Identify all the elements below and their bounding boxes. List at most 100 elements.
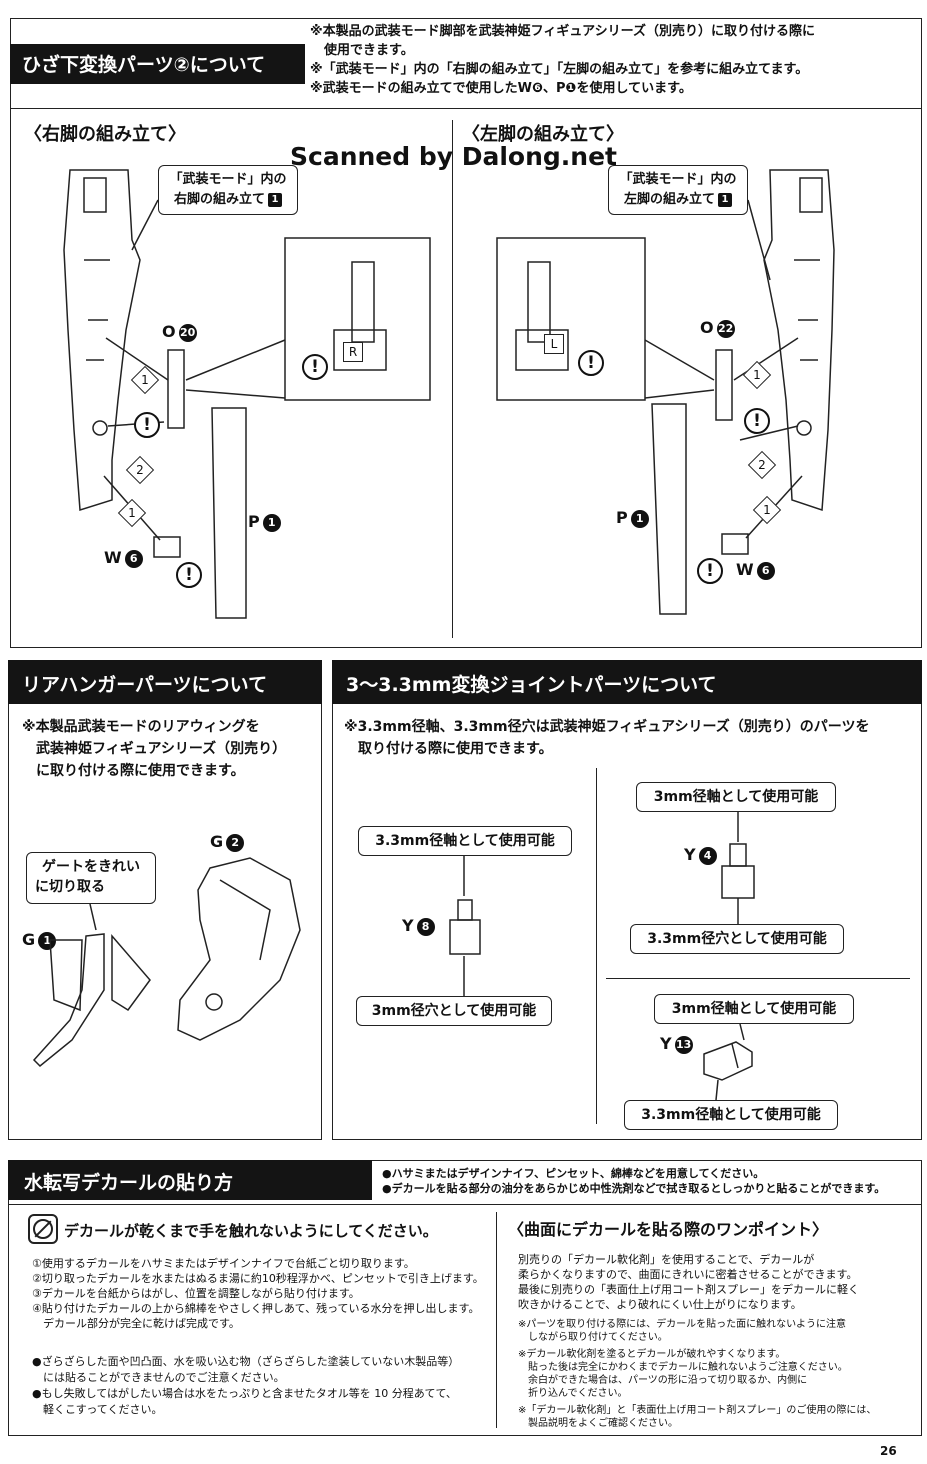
joint-divider-h: [606, 978, 910, 979]
right-w-num: 6: [124, 549, 143, 568]
rear-note-0: ※本製品武装モードのリアウィングを: [22, 719, 260, 735]
left-step-1b-num: 1: [763, 503, 771, 517]
knee-title-bar: [10, 44, 305, 84]
y4-letter: Y: [684, 845, 696, 864]
knee-note-1: 使用できます。: [324, 43, 414, 58]
knee-divider-h: [10, 108, 922, 109]
decal-tip-body: 別売りの「デカール軟化剤」を使用することで、デカールが 柔らかくなりますので、曲…: [518, 1252, 859, 1312]
right-w-warn-icon: !: [176, 562, 202, 588]
knee-section: [10, 18, 922, 648]
rear-title-bar: [8, 660, 322, 704]
left-callout-line2: 左脚の組み立て: [623, 192, 715, 207]
decal-header-notes: ●ハサミまたはデザインナイフ、ピンセット、綿棒などを用意してください。 ●デカー…: [382, 1166, 885, 1196]
left-step-1a-num: 1: [753, 368, 761, 382]
decal-step-2: ③デカールを台紙からはがし、位置を調整しながら貼り付けます。: [32, 1287, 360, 1300]
g1-letter: G: [22, 930, 36, 949]
decal-tip-note-4: 余白ができた場合は、パーツの形に沿って切り取るか、内側に: [518, 1375, 808, 1386]
right-p-letter: P: [248, 512, 260, 531]
y13-letter: Y: [660, 1034, 672, 1053]
y13-num: 13: [674, 1035, 693, 1054]
y13-bottom-bubble: 3.3mm径軸として使用可能: [624, 1100, 838, 1130]
decal-step-1: ②切り取ったデカールを水またはぬるま湯に約10秒程浮かべ、ピンセットで引き上げま…: [32, 1272, 484, 1285]
decal-header-note-1: ●デカールを貼る部分の油分をあらかじめ中性洗剤などで拭き取るとしっかりと貼ること…: [382, 1182, 886, 1195]
left-w-num: 6: [756, 561, 775, 580]
y4-top-bubble: 3mm径軸として使用可能: [636, 782, 836, 812]
y4-bottom-bubble: 3.3mm径穴として使用可能: [630, 924, 844, 954]
rear-notes: ※本製品武装モードのリアウィングを 武装神姫フィギュアシリーズ（別売り） に取り…: [22, 716, 286, 782]
rear-note-1: 武装神姫フィギュアシリーズ（別売り）: [36, 741, 287, 757]
decal-step-3: ④貼り付けたデカールの上から綿棒をやさしく押しあて、残っている水分を押し出します…: [32, 1302, 480, 1315]
left-callout-num: 1: [718, 192, 732, 207]
decal-title: 水転写デカールの貼り方: [24, 1172, 234, 1194]
right-step-2-num: 2: [136, 463, 144, 477]
decal-bullets: ●ざらざらした面や凹凸面、水を吸い込む物（ざらざらした塗装していない木製品等） …: [32, 1354, 459, 1418]
right-p-num: 1: [262, 513, 281, 532]
y8-num: 8: [416, 917, 435, 936]
gate-callout-line1: ゲートをきれい: [42, 859, 140, 875]
watermark: Scanned by Dalong.net: [290, 142, 618, 171]
decal-step-0: ①使用するデカールをハサミまたはデザインナイフで台紙ごと切り取ります。: [32, 1257, 415, 1270]
left-callout-line1: 「武装モード」内の: [619, 172, 737, 187]
decal-divider-v: [496, 1212, 497, 1428]
left-o-warn-icon: !: [744, 408, 770, 434]
decal-title-bar: [8, 1160, 372, 1200]
right-callout-line1: 「武装モード」内の: [169, 172, 287, 187]
joint-divider-v: [596, 768, 597, 1124]
g1-num: 1: [38, 931, 57, 950]
decal-tip-title: 〈曲面にデカールを貼る際のワンポイント〉: [508, 1220, 829, 1239]
decal-header-note-0: ●ハサミまたはデザインナイフ、ピンセット、綿棒などを用意してください。: [382, 1167, 765, 1180]
joint-title: 3〜3.3mm変換ジョイントパーツについて: [346, 674, 717, 696]
left-step-2-num: 2: [758, 458, 766, 472]
decal-warning: デカールが乾くまで手を触れないようにしてください。: [64, 1222, 438, 1240]
right-w-letter: W: [104, 548, 122, 567]
decal-tip-note-3: 貼った後は完全にかわくまでデカールに触れないようご注意ください。: [518, 1362, 848, 1373]
left-zoom-warn-icon: !: [578, 350, 604, 376]
knee-note-3: ※武装モードの組み立てで使用したW❻、P❶を使用しています。: [310, 81, 692, 96]
y13-top-bubble: 3mm径軸として使用可能: [654, 994, 854, 1024]
decal-tip-body-3: 吹きかけることで、より破れにくい仕上がりになります。: [518, 1298, 802, 1311]
decal-tip-note-7: 製品説明をよくご確認ください。: [518, 1418, 678, 1429]
right-o-letter: O: [162, 322, 176, 341]
knee-note-2: ※「武装モード」内の「右脚の組み立て」「左脚の組み立て」を参考に組み立てます。: [310, 62, 809, 77]
decal-tip-body-2: 最後に別売りの「表面仕上げ用コート剤スプレー」をデカールに軽く: [518, 1283, 859, 1296]
decal-step-4: デカール部分が完全に乾けば完成です。: [32, 1317, 240, 1330]
left-w-letter: W: [736, 560, 754, 579]
rear-note-2: に取り付ける際に使用できます。: [36, 763, 245, 779]
left-w-warn-icon: !: [697, 558, 723, 584]
rear-title: リアハンガーパーツについて: [22, 674, 268, 696]
left-o-letter: O: [700, 318, 714, 337]
left-o-num: 22: [716, 319, 735, 338]
right-step-1b-num: 1: [128, 506, 136, 520]
decal-tip-note-2: ※デカール軟化剤を塗るとデカールが破れやすくなります。: [518, 1349, 786, 1360]
y8-letter: Y: [402, 916, 414, 935]
y8-top-bubble: 3.3mm径軸として使用可能: [358, 826, 572, 856]
right-o-num: 20: [178, 323, 197, 342]
gate-callout-line2: に切り取る: [35, 879, 105, 895]
decal-steps: ①使用するデカールをハサミまたはデザインナイフで台紙ごと切り取ります。 ②切り取…: [32, 1256, 484, 1331]
g2-letter: G: [210, 832, 224, 851]
joint-notes: ※3.3mm径軸、3.3mm径穴は武装神姫フィギュアシリーズ（別売り）のパーツを…: [344, 716, 869, 760]
decal-tip-note-0: ※パーツを取り付ける際には、デカールを貼った面に触れないように注意: [518, 1319, 846, 1330]
left-zoom-mark: L: [544, 334, 564, 354]
page-number: 26: [880, 1444, 897, 1458]
right-o-warn-icon: !: [134, 412, 160, 438]
right-step-1a-num: 1: [141, 373, 149, 387]
no-touch-icon: [28, 1214, 58, 1244]
decal-bullet-3: 軽くこすってください。: [32, 1403, 163, 1416]
decal-bullet-1: には貼ることができませんのでご注意ください。: [32, 1371, 285, 1384]
knee-note-0: ※本製品の武装モード脚部を武装神姫フィギュアシリーズ（別売り）に取り付ける際に: [310, 24, 815, 39]
joint-note-1: 取り付ける際に使用できます。: [358, 741, 553, 757]
right-zoom-mark: R: [343, 342, 363, 362]
